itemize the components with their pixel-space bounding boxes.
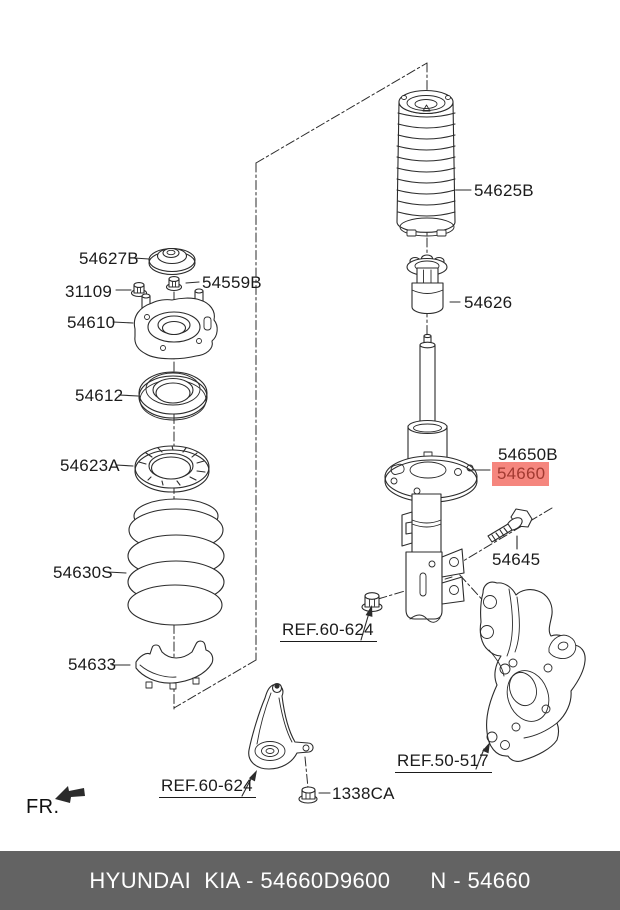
part-label-54633[interactable]: 54633 [68,655,117,674]
bumper-54626-drawing [406,254,448,315]
nut-54559B-drawing [165,276,183,292]
ref-label-60-624-bottom[interactable]: REF.60-624 [159,777,256,798]
spring-seat-54623A-drawing [134,445,210,493]
strut-cap-drawing [148,247,196,276]
fr-indicator-label: FR. [26,796,60,818]
part-label-54610[interactable]: 54610 [67,313,116,332]
insulator-54610-drawing [133,288,218,360]
part-label-1338CA[interactable]: 1338CA [332,784,395,803]
ref-label-60-624-mid[interactable]: REF.60-624 [280,621,377,642]
part-label-54645[interactable]: 54645 [492,550,541,569]
ref-label-50-517[interactable]: REF.50-517 [395,752,492,773]
part-label-54650B[interactable]: 54650B [498,445,558,464]
spring-pad-54633-drawing [135,640,214,690]
bolt-54645-drawing [487,508,533,543]
seat-spokes [138,445,206,486]
fr-arrow-icon [55,786,85,803]
boot-ribs [396,112,456,217]
part-label-54559B[interactable]: 54559B [202,273,262,292]
footer-catalog-code: HYUNDAI KIA - 54660D9600 [89,867,391,893]
flange-nut-drawing [361,592,383,613]
bolt-threads [491,527,509,542]
part-label-54612[interactable]: 54612 [75,386,124,405]
leader-lines [107,189,518,797]
part-label-31109[interactable]: 31109 [65,282,113,301]
coil-spring-54630S-drawing [127,498,225,626]
strut-54660-drawing [384,333,478,623]
footer-part-number: N - 54660 [430,867,531,893]
part-label-54623A[interactable]: 54623A [60,456,120,475]
diagram-canvas [55,62,586,804]
knuckle-drawing [479,581,586,762]
part-label-54625B[interactable]: 54625B [474,181,534,200]
lower-arm-drawing [248,682,314,770]
part-label-54627B[interactable]: 54627B [79,249,139,268]
footer-bar: HYUNDAI KIA - 54660D9600 N - 54660 [0,851,620,910]
part-label-54630S[interactable]: 54630S [53,563,113,582]
part-label-54626[interactable]: 54626 [464,293,513,312]
dust-cover-54625B-drawing [396,89,456,237]
bearing-54612-drawing [138,371,208,421]
nut-1338CA-drawing [298,786,318,804]
part-label-54660-highlighted[interactable]: 54660 [492,462,549,486]
